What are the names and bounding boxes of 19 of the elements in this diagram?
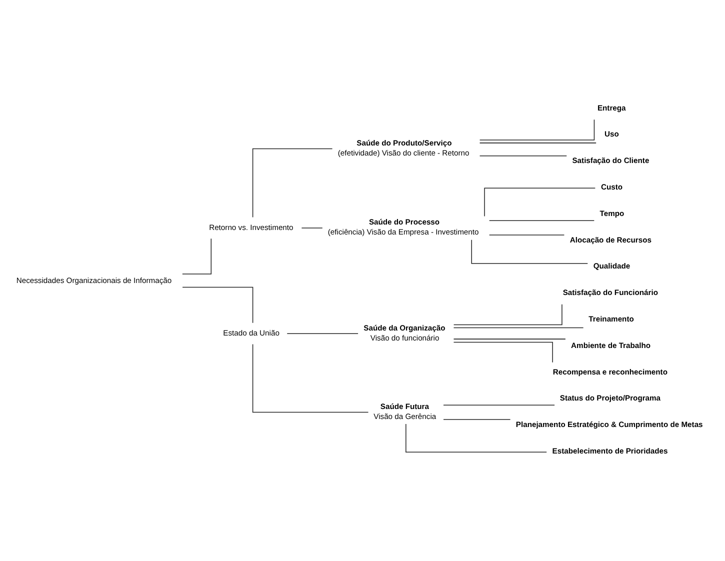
connector [479,155,567,156]
connector [453,327,584,328]
connector [488,220,595,222]
connector [479,142,596,144]
connector [252,344,369,413]
connector [406,424,547,452]
connector [479,119,595,140]
connector [453,338,566,340]
connector [471,239,588,264]
connector [252,148,333,218]
connector [182,286,254,324]
connector [286,333,358,334]
connector [443,419,511,420]
connector [443,404,555,406]
connector [453,304,562,326]
connector [488,234,565,236]
connector [484,188,596,217]
connector [453,342,553,363]
connector [182,238,212,274]
